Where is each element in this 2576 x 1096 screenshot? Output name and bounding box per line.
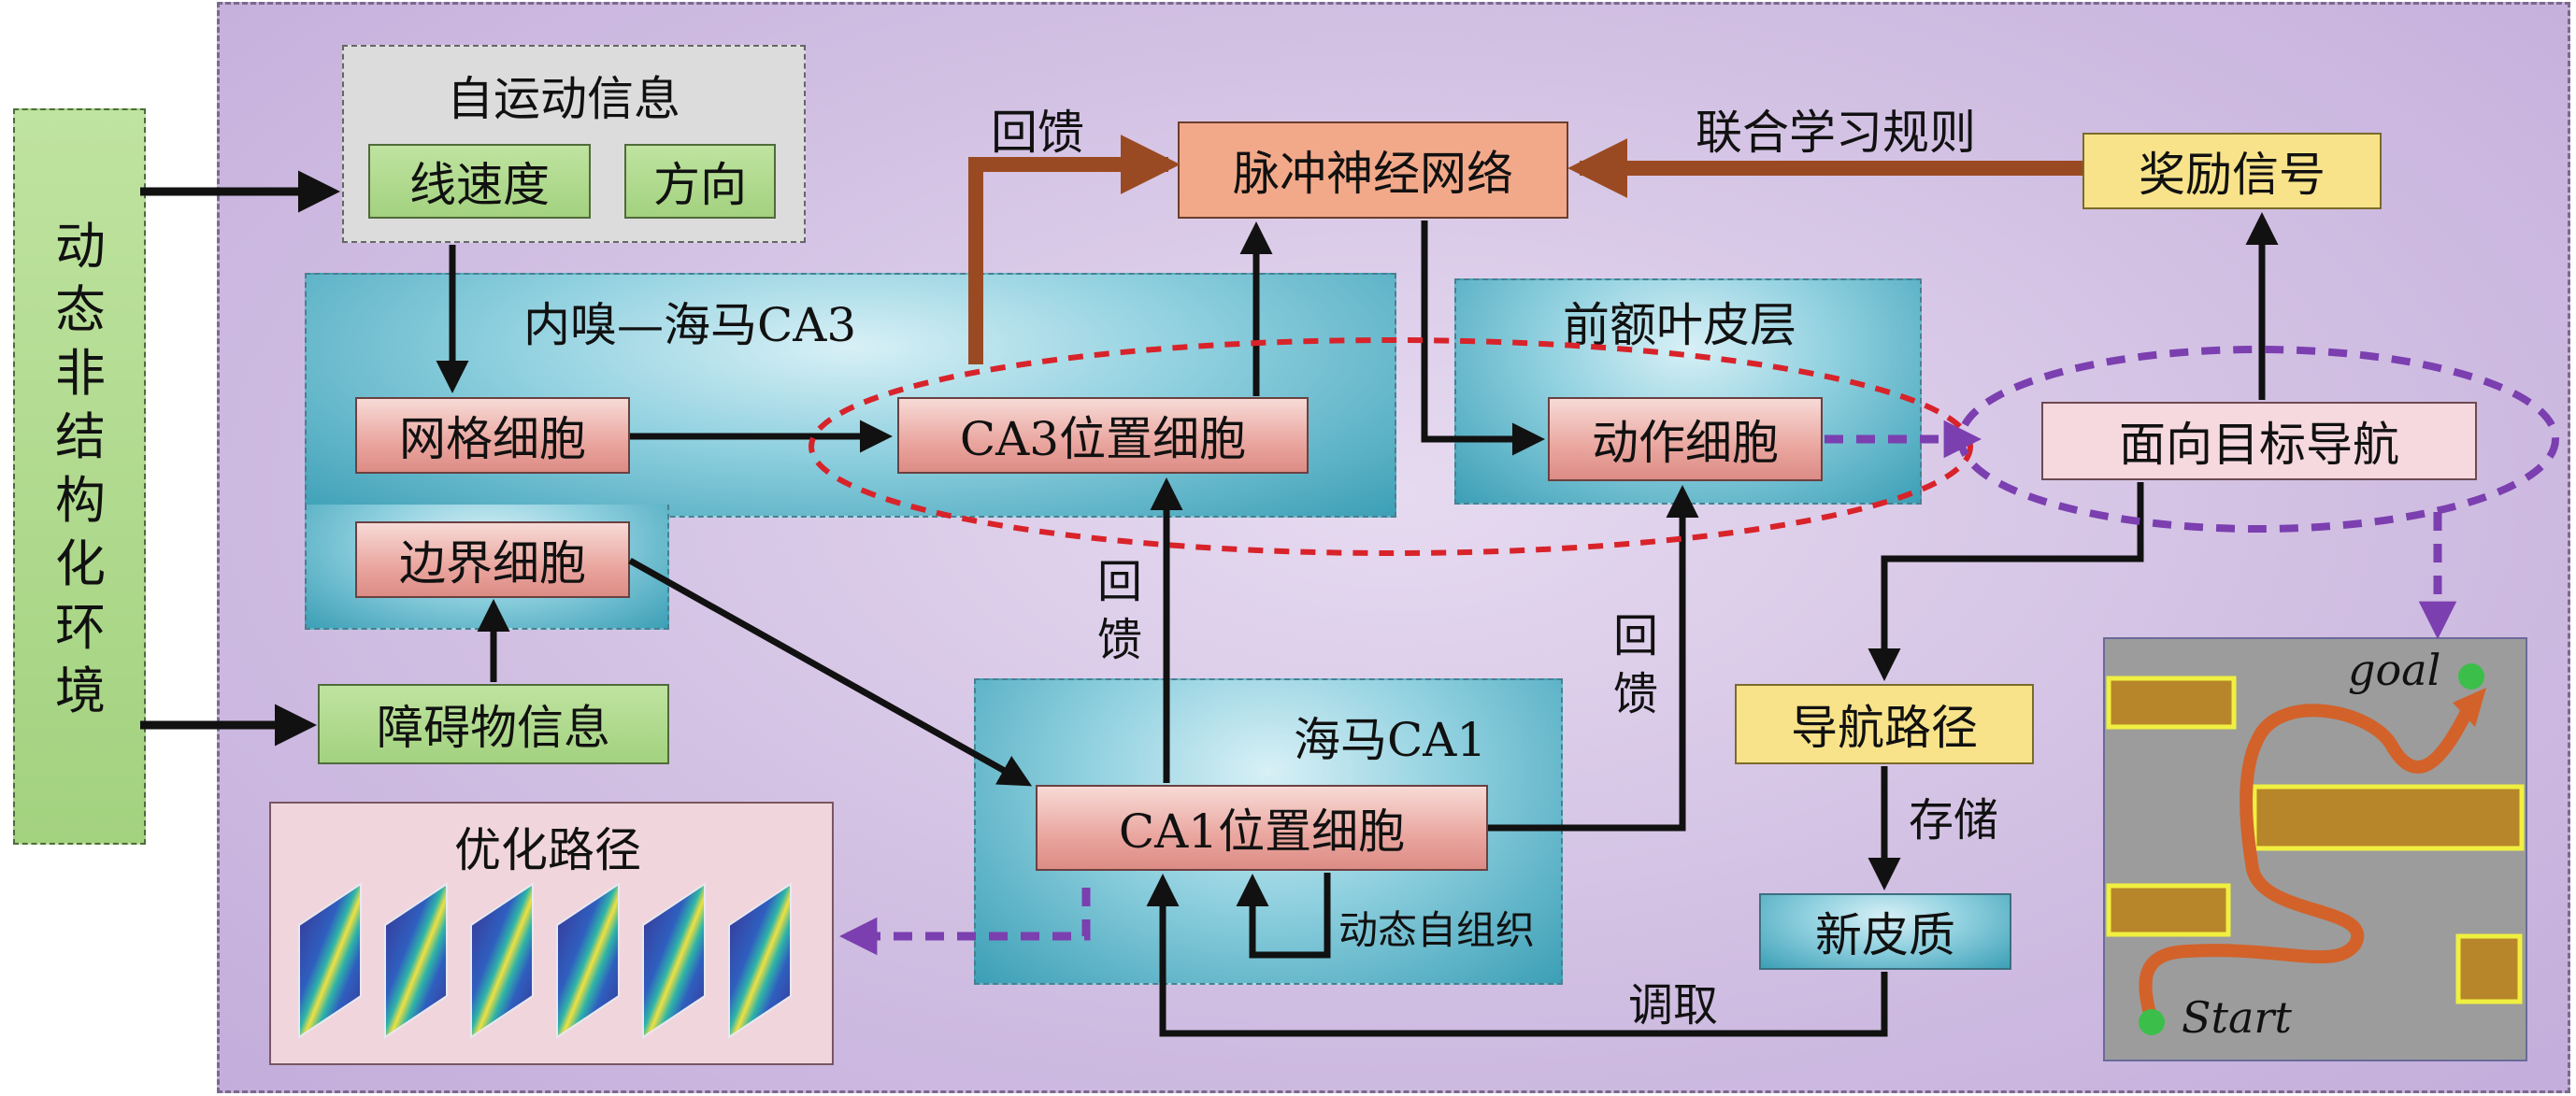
arrow-self-organize-loop	[1236, 873, 1331, 959]
heatmap-panel-4	[556, 882, 620, 1039]
ca3-action-ellipse	[809, 337, 1973, 556]
reward-signal-box: 奖励信号	[2082, 133, 2382, 209]
heatmap-panel-6	[728, 882, 792, 1039]
ec-ca3-region	[305, 273, 1396, 518]
snn-label: 脉冲神经网络	[1233, 147, 1513, 201]
arrow-ca1-to-optimized	[838, 888, 1091, 956]
environment-label: 动态非结构化环境	[55, 217, 106, 720]
reward-signal-label: 奖励信号	[2139, 148, 2326, 202]
ca1-place-cell-box: CA1位置细胞	[1036, 785, 1488, 871]
linear-speed-box: 线速度	[368, 144, 591, 219]
direction-label: 方向	[653, 158, 747, 212]
action-cell-box: 动作细胞	[1548, 397, 1823, 481]
goal-navigation-box: 面向目标导航	[2041, 402, 2477, 480]
pfc-title: 前额叶皮层	[1563, 298, 1796, 352]
feedback-left-label: 回馈	[1096, 556, 1142, 666]
boundary-cell-label: 边界细胞	[399, 536, 586, 591]
heatmap-panel-5	[642, 882, 706, 1039]
arrow-boundary-to-ca1	[628, 557, 1033, 787]
map-path	[2139, 704, 2474, 1027]
feedback-right-label: 回馈	[1612, 610, 1658, 720]
obstacle-info-label: 障碍物信息	[377, 701, 610, 755]
retrieve-label: 调取	[1628, 979, 1719, 1032]
snn-box: 脉冲神经网络	[1178, 121, 1568, 219]
ca3-place-cell-box: CA3位置细胞	[897, 397, 1309, 474]
goal-navigation-label: 面向目标导航	[2119, 418, 2399, 472]
map-path-arrowhead	[2453, 688, 2486, 727]
grid-cell-box: 网格细胞	[355, 397, 630, 474]
heatmap-panel-3	[470, 882, 534, 1039]
environment-box: 动态非结构化环境	[13, 108, 146, 845]
neocortex-box: 新皮质	[1759, 893, 2011, 970]
obstacle-info-box: 障碍物信息	[318, 684, 669, 764]
store-label: 存储	[1909, 794, 1999, 847]
optimized-path-heatmaps	[298, 882, 792, 1039]
map-start-label: Start	[2182, 992, 2292, 1043]
map-obstacle-2	[2252, 784, 2525, 851]
heatmap-panel-2	[384, 882, 448, 1039]
self-motion-title: 自运动信息	[447, 72, 680, 126]
goal-nav-ellipse	[1957, 346, 2559, 533]
arrow-ca1-to-action	[1488, 485, 1699, 832]
map-obstacle-3	[2106, 883, 2231, 937]
ec-ca3-title: 内嗅—海马CA3	[523, 298, 857, 352]
linear-speed-label: 线速度	[409, 158, 550, 212]
self-motion-box: 自运动信息 线速度 方向	[342, 45, 806, 243]
neocortex-label: 新皮质	[1815, 908, 1955, 962]
optimized-path-title: 优化路径	[454, 823, 641, 877]
grid-cell-label: 网格细胞	[399, 412, 586, 466]
action-cell-label: 动作细胞	[1592, 416, 1779, 470]
self-organize-label: 动态自组织	[1338, 907, 1536, 953]
arrow-neocortex-to-ca1	[1146, 874, 1888, 1037]
arrow-snn-to-action	[1421, 221, 1545, 456]
map-obstacle-1	[2106, 676, 2237, 730]
ca3-place-cell-label: CA3位置细胞	[959, 412, 1247, 466]
nav-path-label: 导航路径	[1791, 701, 1978, 755]
direction-box: 方向	[624, 144, 776, 219]
heatmap-panel-1	[298, 882, 362, 1039]
ca1-title: 海马CA1	[1294, 713, 1487, 767]
map-goal-dot	[2458, 663, 2484, 690]
arrow-feedback-ca3-to-snn	[968, 135, 1181, 364]
nav-path-box: 导航路径	[1735, 684, 2034, 764]
map-start-dot	[2139, 1009, 2165, 1035]
ca1-place-cell-label: CA1位置细胞	[1118, 804, 1406, 859]
map-obstacle-4	[2455, 933, 2523, 1004]
feedback-top-label: 回馈	[991, 106, 1084, 160]
map-goal-label: goal	[2348, 645, 2441, 695]
arrow-goal-to-navpath	[1868, 482, 2144, 681]
learning-rule-label: 联合学习规则	[1696, 106, 1976, 160]
boundary-cell-box: 边界细胞	[355, 521, 630, 598]
